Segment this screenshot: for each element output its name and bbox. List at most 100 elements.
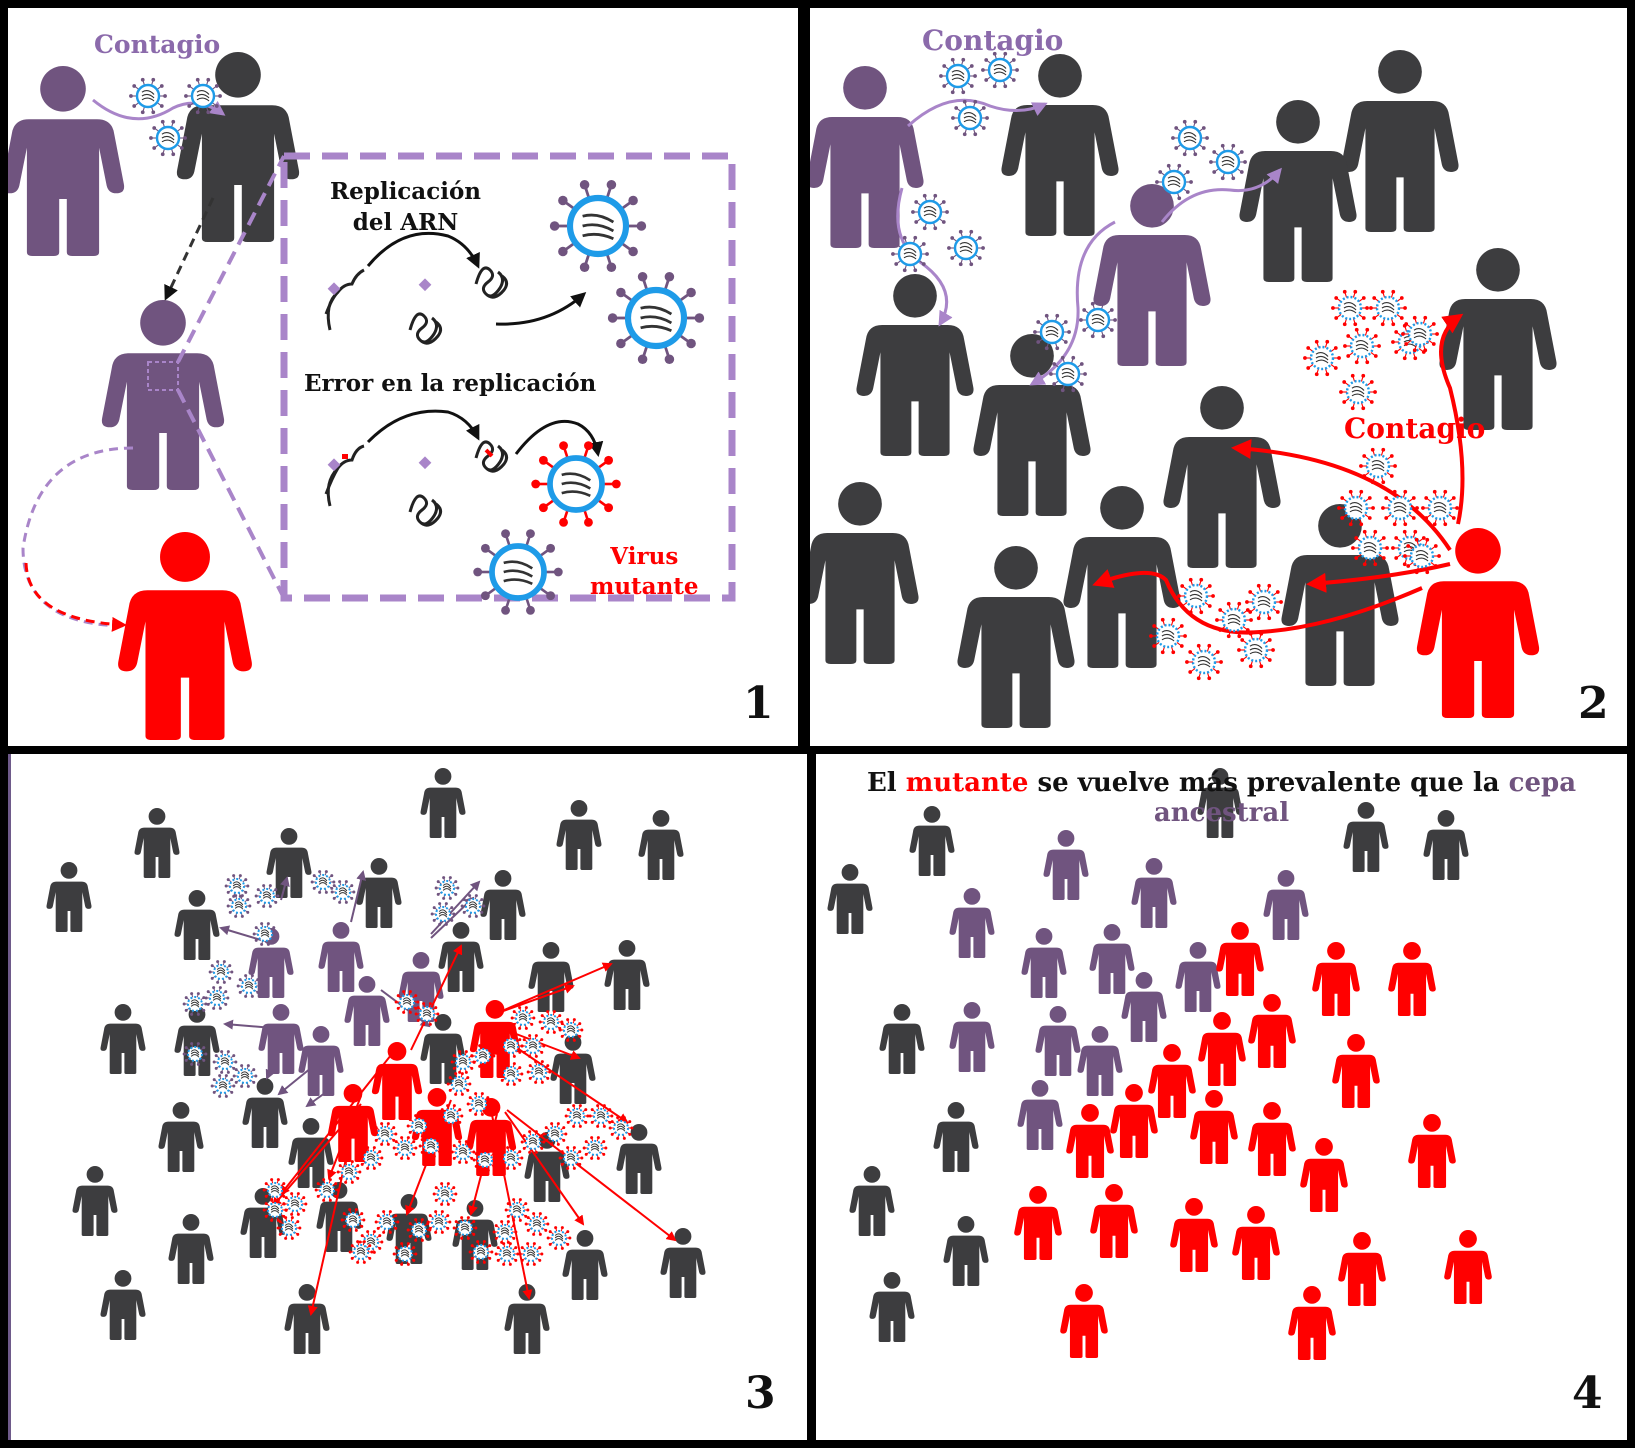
person-ancestral [1131, 858, 1177, 928]
ancestral-arrow [280, 876, 290, 901]
person-healthy [562, 1230, 608, 1300]
person-healthy [616, 1124, 662, 1194]
rna-coil-icon [408, 494, 443, 527]
contagio-arrow [906, 98, 1048, 128]
person-mutant [1444, 1230, 1492, 1304]
virus-icon [1033, 313, 1071, 351]
ancestral-arrow [277, 1067, 312, 1096]
mutant-virus-icon [520, 1034, 546, 1058]
error-replicacion-label: Error en la replicación [304, 370, 597, 397]
rna-strand [326, 466, 340, 507]
rna-coil-mutant-icon [474, 440, 509, 473]
person-healthy [528, 942, 574, 1012]
mutant-virus-icon [1237, 631, 1275, 669]
mutant-virus-icon [558, 1018, 584, 1042]
rna-coil-icon [408, 312, 443, 345]
person-healthy [550, 1034, 596, 1104]
mutant-virus-icon [1245, 583, 1283, 621]
panel-1: Contagio Replicación del ARN Error en la… [8, 8, 798, 746]
title-part-2: se vuelve más prevalente que la [1028, 768, 1509, 798]
contagio-label-red: Contagio [1344, 412, 1486, 445]
mutant-virus-icon [372, 1122, 398, 1146]
mutant-virus-icon [492, 1220, 518, 1244]
person-healthy [957, 546, 1075, 728]
person-healthy [72, 1166, 118, 1236]
mutant-virus-icon [282, 1192, 308, 1216]
mutant-virus-icon [608, 1116, 634, 1140]
rna-strand [324, 444, 365, 495]
person-healthy [556, 800, 602, 870]
person-mutant [1110, 1084, 1158, 1158]
person-mutant [469, 1000, 521, 1078]
mutant-arrow [510, 1031, 581, 1060]
person-source [8, 66, 125, 257]
mutant-virus-icon [392, 1136, 418, 1160]
panel-2: Contagio Contagio 2 [810, 8, 1627, 746]
person-healthy [1439, 248, 1557, 430]
mutant-virus-icon [432, 1182, 458, 1206]
person-mutant [1416, 528, 1540, 718]
ancestral-arrow [305, 1089, 330, 1108]
virus-icon [981, 51, 1019, 89]
virus-icon [939, 57, 977, 95]
panel-number-2: 2 [1578, 678, 1609, 729]
mutant-virus-icon [546, 1226, 572, 1250]
person-ancestral [344, 976, 390, 1046]
person-healthy [1341, 50, 1459, 233]
transmission-arrow [164, 197, 215, 301]
mutant-contagio-arrow [1092, 569, 1423, 635]
virus-icon [182, 992, 208, 1016]
virus-icon [204, 986, 230, 1010]
zoom-line [176, 155, 286, 363]
mutant-virus-icon [336, 1160, 362, 1184]
virus-icon [184, 77, 222, 115]
person-ancestral [1089, 924, 1135, 994]
virus-icon [434, 876, 460, 900]
zoom-line [176, 389, 286, 599]
person-healthy [100, 1004, 146, 1074]
mutant-virus-icon [524, 1212, 550, 1236]
mutant-virus-icon [1339, 373, 1377, 411]
person-healthy [933, 1102, 979, 1172]
person-healthy [420, 768, 466, 838]
mutant-virus-icon [1303, 339, 1341, 377]
mutant-virus-icon [564, 1104, 590, 1128]
person-healthy [869, 1272, 915, 1342]
ancestral-arrow [219, 925, 262, 941]
person-mutant [1198, 1012, 1246, 1086]
person-mutant [118, 532, 252, 740]
mutant-virus-icon [1149, 617, 1187, 655]
virus-icon [212, 1050, 238, 1074]
panel-number-1: 1 [743, 678, 774, 729]
mutant-virus-icon [526, 1060, 552, 1084]
mutant-virus-icon [518, 1242, 544, 1266]
person-mutant [1332, 1034, 1380, 1108]
mutant-virus-icon [520, 1130, 546, 1154]
mutant-arrow [279, 1049, 396, 1196]
person-healthy [168, 1214, 214, 1284]
person-healthy [158, 1102, 204, 1172]
virus-icon [310, 870, 336, 894]
person-healthy [266, 828, 312, 898]
person-ancestral [1263, 870, 1309, 940]
panel-4: El mutante se vuelve más prevalente que … [816, 754, 1627, 1440]
mutant-virus-icon [1177, 577, 1215, 615]
zoom-region [147, 361, 179, 391]
person-healthy [879, 1004, 925, 1074]
person-infected-ancestral [1093, 184, 1211, 366]
person-mutant [1148, 1044, 1196, 1118]
mutant-virus-icon [262, 1198, 288, 1222]
mutant-virus-icon [414, 1002, 440, 1026]
ancestral-arrow [350, 870, 366, 923]
mutant-virus-icon [1359, 447, 1397, 485]
mutant-virus-icon [558, 1146, 584, 1170]
virus-icon [182, 1042, 208, 1066]
mutant-virus-icon [262, 1178, 288, 1202]
person-healthy [810, 482, 919, 664]
person-ancestral [949, 1002, 995, 1072]
mutant-virus-icon [452, 1216, 478, 1240]
person-mutant [1216, 922, 1264, 996]
person-healthy [420, 1014, 466, 1084]
mutant-virus-icon [394, 990, 420, 1014]
mutant-virus-icon [1369, 289, 1407, 327]
